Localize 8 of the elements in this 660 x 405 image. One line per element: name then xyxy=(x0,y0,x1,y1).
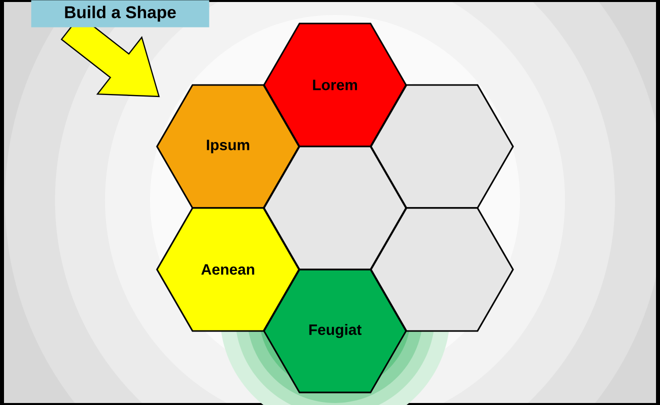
title-banner: Build a Shape xyxy=(31,0,210,28)
hexagon: Feugiat xyxy=(263,268,407,394)
hexagon xyxy=(370,84,514,209)
hexagon: Aenean xyxy=(156,207,300,332)
hexagon xyxy=(263,146,407,270)
hexagon: Ipsum xyxy=(156,84,300,209)
hexagon xyxy=(370,207,514,332)
hexagon: Lorem xyxy=(263,22,407,148)
